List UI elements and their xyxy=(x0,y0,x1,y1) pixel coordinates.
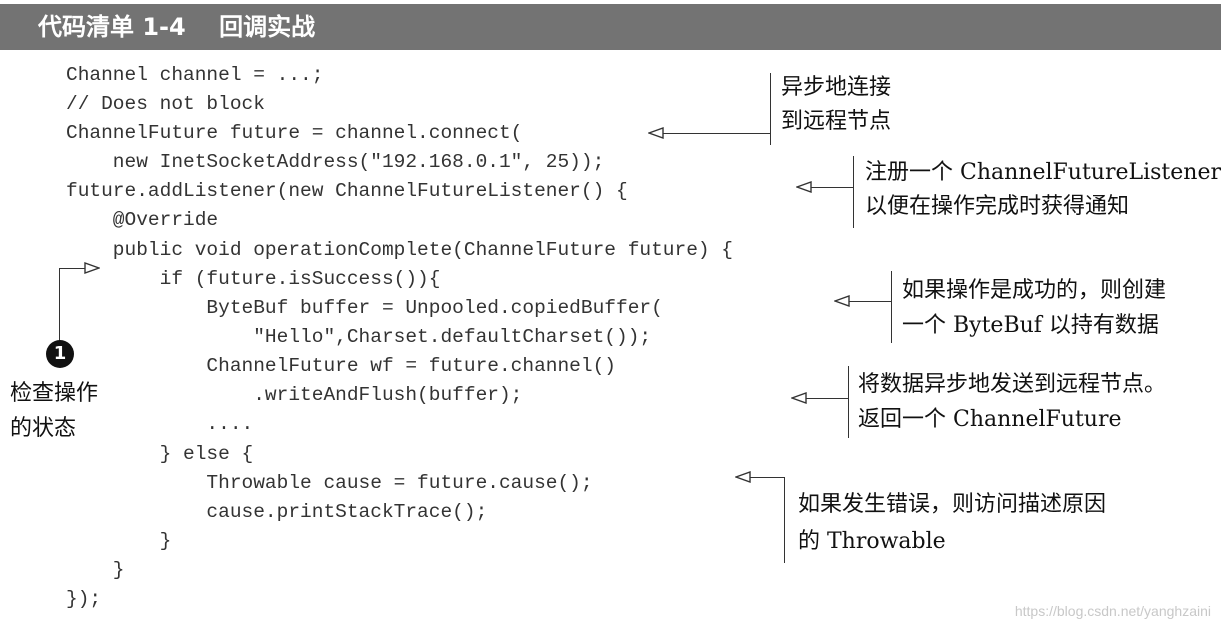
code-line: new InetSocketAddress("192.168.0.1", 25)… xyxy=(66,151,605,173)
leader-line xyxy=(750,477,784,478)
annotation-text: 的 Throwable xyxy=(798,529,946,554)
callout-label: 检查操作 xyxy=(10,381,99,406)
code-line: ChannelFuture wf = future.channel() xyxy=(66,355,616,377)
code-line: ByteBuf buffer = Unpooled.copiedBuffer( xyxy=(66,297,663,319)
code-line: future.addListener(new ChannelFutureList… xyxy=(66,180,628,202)
code-line: }); xyxy=(66,588,102,610)
annotation-bar xyxy=(848,366,849,438)
code-line: if (future.isSuccess()){ xyxy=(66,268,441,290)
arrow-left-icon xyxy=(796,181,812,193)
arrow-left-icon xyxy=(648,127,664,139)
code-line: } xyxy=(66,530,172,552)
arrow-right-icon xyxy=(84,262,100,274)
callout-label: 的状态 xyxy=(10,416,77,441)
code-line: ChannelFuture future = channel.connect( xyxy=(66,122,523,144)
annotation-bar xyxy=(784,477,785,563)
code-line: .writeAndFlush(buffer); xyxy=(66,384,523,406)
code-line: // Does not block xyxy=(66,93,265,115)
annotation-text: 将数据异步地发送到远程节点。 xyxy=(858,372,1167,397)
leader-line xyxy=(811,187,853,188)
callout-number-badge: 1 xyxy=(46,340,74,368)
annotation-text: 到远程节点 xyxy=(781,109,892,134)
annotation-text: 异步地连接 xyxy=(781,75,892,100)
arrow-left-icon xyxy=(791,392,807,404)
arrow-left-icon xyxy=(834,295,850,307)
annotation-text: 如果发生错误，则访问描述原因 xyxy=(798,492,1107,517)
code-line: } else { xyxy=(66,443,254,465)
leader-line xyxy=(806,398,848,399)
code-line: } xyxy=(66,559,125,581)
annotation-text: 返回一个 ChannelFuture xyxy=(858,407,1122,432)
arrow-left-icon xyxy=(735,471,751,483)
annotation-bar xyxy=(770,73,771,145)
annotation-bar xyxy=(853,156,854,228)
code-line: cause.printStackTrace(); xyxy=(66,501,488,523)
annotation-text: 如果操作是成功的，则创建 xyxy=(902,278,1167,303)
code-line: @Override xyxy=(66,209,219,231)
listing-title: 代码清单 1-4 回调实战 xyxy=(38,13,316,41)
code-line: Throwable cause = future.cause(); xyxy=(66,472,593,494)
annotation-text: 以便在操作完成时获得通知 xyxy=(865,194,1130,219)
annotation-bar xyxy=(891,271,892,343)
leader-line xyxy=(59,268,60,341)
watermark: https://blog.csdn.net/yanghzaini xyxy=(1014,603,1211,619)
code-line: Channel channel = ...; xyxy=(66,64,324,86)
leader-line xyxy=(663,133,770,134)
code-line: "Hello",Charset.defaultCharset()); xyxy=(66,326,652,348)
annotation-text: 注册一个 ChannelFutureListener， xyxy=(865,160,1221,185)
leader-line xyxy=(849,301,891,302)
code-line: .... xyxy=(66,413,254,435)
code-line: public void operationComplete(ChannelFut… xyxy=(66,239,734,261)
listing-header: 代码清单 1-4 回调实战 xyxy=(0,4,1221,50)
leader-line xyxy=(60,268,85,269)
annotation-text: 一个 ByteBuf 以持有数据 xyxy=(902,313,1159,338)
